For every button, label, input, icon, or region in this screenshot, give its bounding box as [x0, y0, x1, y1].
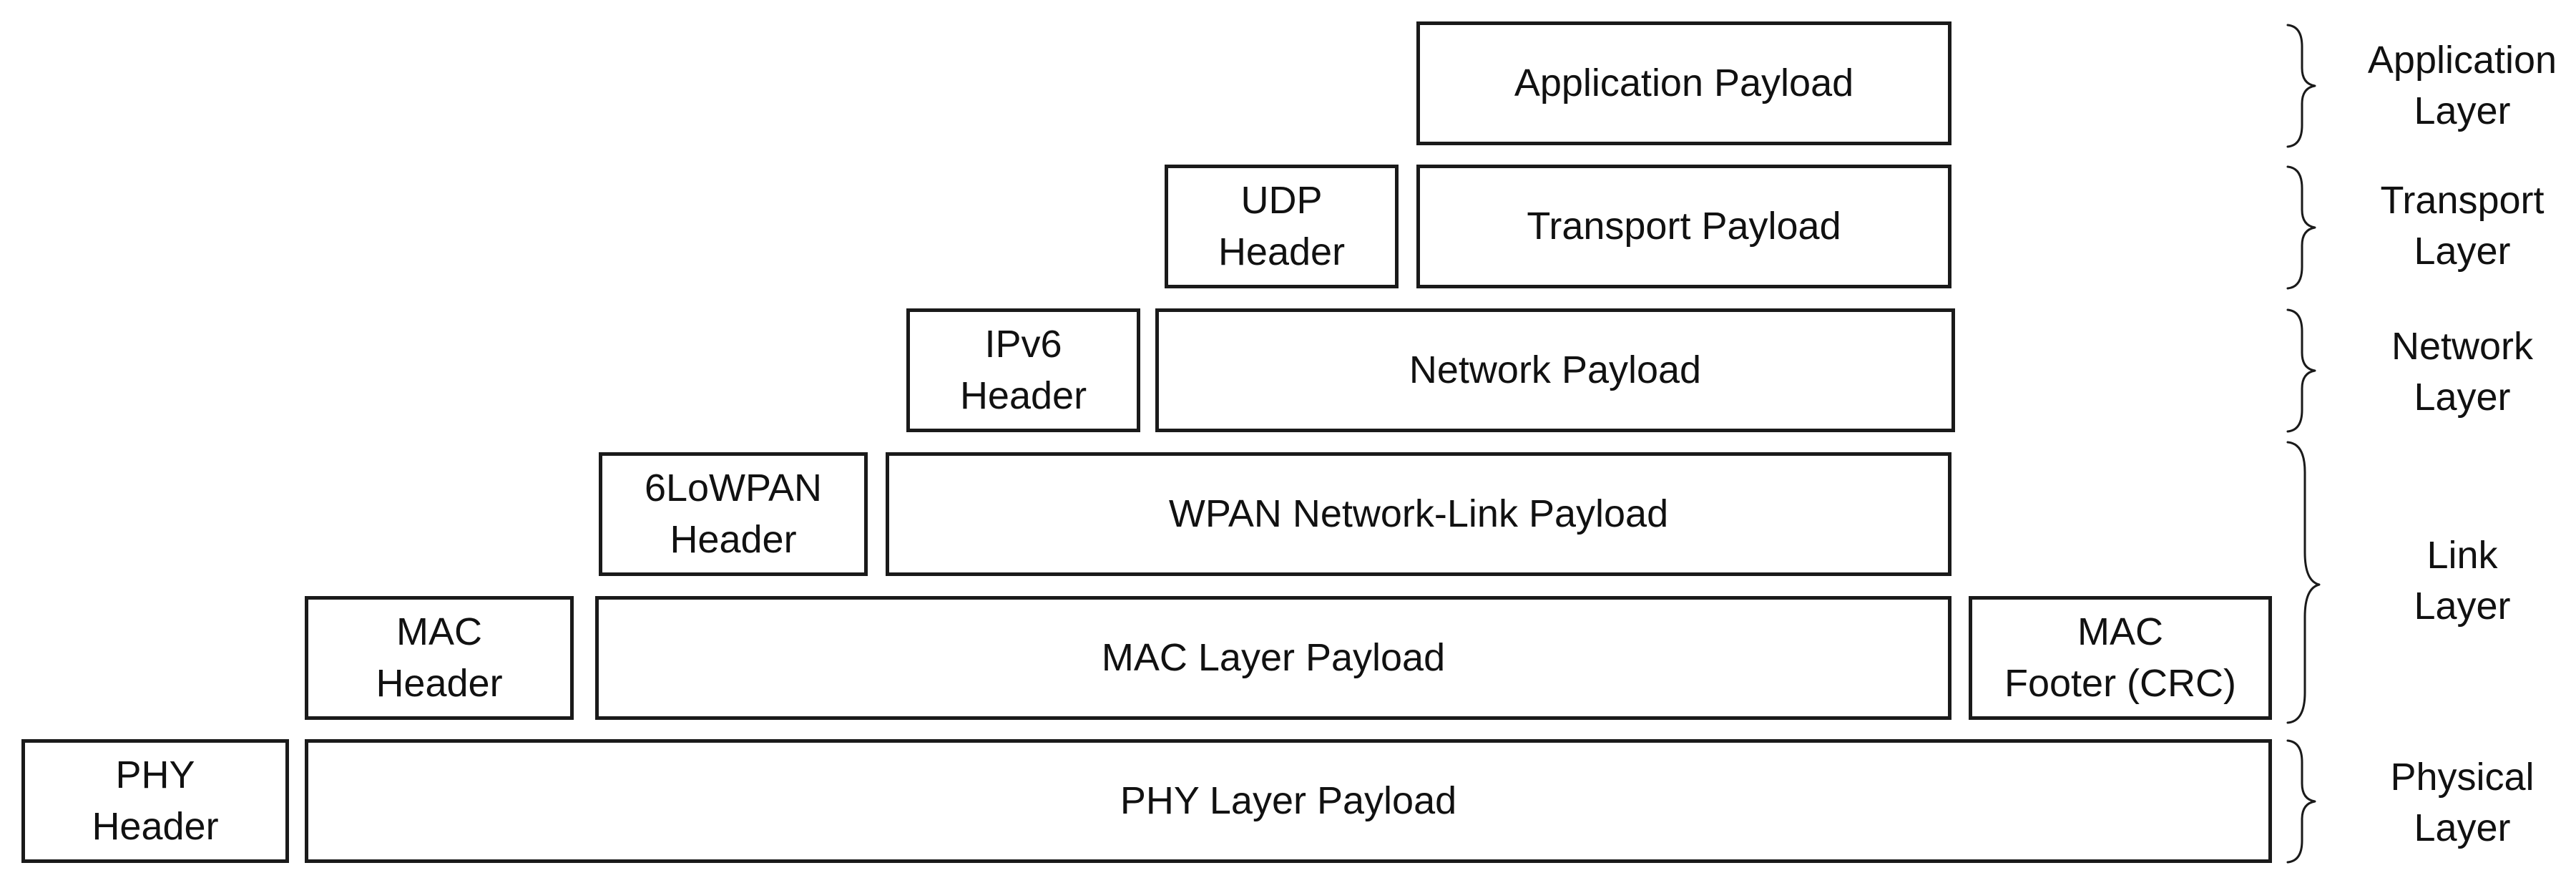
application-layer-label: Application Layer: [2367, 38, 2557, 132]
transport-layer-brace: [2286, 165, 2316, 290]
transport-layer-label: Transport Layer: [2380, 178, 2545, 273]
phy-payload-box: PHY Layer Payload: [305, 739, 2272, 863]
physical-layer-label: Physical Layer: [2390, 755, 2535, 849]
mac-header-box: MAC Header: [305, 596, 574, 720]
mac-payload-box: MAC Layer Payload: [595, 596, 1951, 720]
application-payload-box: Application Payload: [1416, 21, 1951, 145]
mac-footer-box: MAC Footer (CRC): [1969, 596, 2272, 720]
physical-layer-brace: [2286, 739, 2316, 864]
link-layer-label: Link Layer: [2414, 533, 2511, 628]
phy-header-box: PHY Header: [21, 739, 289, 863]
application-layer-brace: [2286, 24, 2316, 148]
wpan-payload-box: WPAN Network-Link Payload: [886, 452, 1951, 576]
transport-payload-box: Transport Payload: [1416, 165, 1951, 288]
network-payload-box: Network Payload: [1155, 308, 1955, 432]
network-layer-brace: [2286, 308, 2316, 433]
link-layer-brace: [2286, 441, 2321, 724]
udp-header-box: UDP Header: [1165, 165, 1399, 288]
sixlowpan-header-box: 6LoWPAN Header: [599, 452, 868, 576]
network-layer-label: Network Layer: [2391, 324, 2534, 419]
ipv6-header-box: IPv6 Header: [906, 308, 1140, 432]
